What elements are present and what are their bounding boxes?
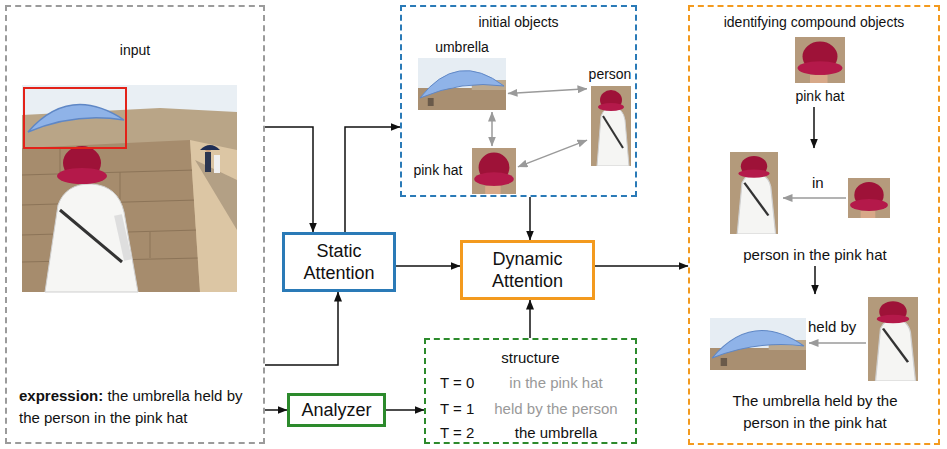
node-text: in the pink hat	[482, 374, 630, 392]
node-text: structure	[501, 349, 559, 366]
node-text: expression:	[19, 387, 103, 404]
object-thumbnails	[418, 37, 918, 381]
node-text: identifying compound objects	[724, 14, 905, 30]
node-text: pink hat	[413, 162, 462, 178]
image-tile: pink hat	[780, 35, 860, 107]
dashed-panel: input expression:the umbrella held by the…	[5, 5, 265, 444]
text-block: expression:the umbrella held by the pers…	[19, 385, 259, 429]
text-block: Dynamic Attention	[467, 248, 588, 292]
text-block: identifying compound objects	[690, 13, 938, 31]
connector	[396, 265, 460, 267]
text-block: The umbrella held by the person in the p…	[715, 390, 915, 434]
node-text: Dynamic Attention	[492, 249, 563, 291]
node-text: person	[589, 66, 632, 82]
node-text: T = 1	[440, 400, 482, 418]
node-text: The umbrella held by the person in the p…	[732, 392, 897, 431]
arrow-label: in	[812, 174, 824, 191]
text-block: T = 1held by the person	[440, 400, 635, 418]
node-text: the umbrella	[482, 424, 630, 442]
node-text: initial objects	[478, 14, 558, 30]
node-text: Analyzer	[301, 400, 371, 420]
process-box: Dynamic Attention	[460, 240, 595, 300]
process-box: Static Attention	[282, 232, 396, 292]
connector	[386, 409, 424, 411]
connector	[529, 300, 531, 338]
connector	[518, 140, 587, 167]
text-block: Analyzer	[301, 399, 371, 421]
text-block: initial objects	[402, 13, 635, 31]
input-photo	[22, 85, 237, 292]
process-box: Analyzer	[287, 393, 386, 427]
node-text: Static Attention	[303, 241, 374, 283]
image-tile: umbrella	[416, 36, 508, 112]
connector	[265, 292, 338, 365]
arrow-label: held by	[808, 318, 856, 335]
text-block: Static Attention	[289, 240, 389, 284]
text-block: pink hat	[406, 161, 470, 179]
text-block: T = 2the umbrella	[440, 424, 635, 442]
relation-arrows	[783, 198, 866, 343]
connector	[814, 266, 816, 294]
arrow-label-box: in	[812, 174, 824, 192]
image-tile: pink hat	[406, 146, 518, 194]
image-tile: person	[587, 62, 633, 168]
text-block: umbrella	[416, 38, 508, 56]
arrow-label-box: held by	[808, 318, 856, 336]
connector	[595, 265, 688, 267]
connector	[529, 197, 531, 240]
text-block: input	[7, 41, 263, 59]
text-block: pink hat	[770, 87, 870, 105]
connector	[813, 107, 815, 148]
text-block: person	[577, 65, 643, 83]
dashed-panel: initial objects umbrella person pink hat	[400, 5, 637, 197]
connector	[265, 409, 287, 411]
text-block: T = 0in the pink hat	[440, 374, 635, 392]
node-text: pink hat	[795, 88, 844, 104]
text-block: person in the pink hat	[700, 246, 930, 264]
node-text: umbrella	[435, 39, 489, 55]
node-text: T = 2	[440, 424, 482, 442]
text-block: structure	[426, 349, 635, 367]
node-text: input	[120, 42, 150, 58]
connector	[491, 112, 493, 146]
node-text: held by the person	[482, 400, 630, 418]
image-tile: The umbrella held by the person in the p…	[698, 294, 932, 438]
node-text: T = 0	[440, 374, 482, 392]
dashed-panel: identifying compound objects pink hat pers…	[688, 5, 940, 445]
node-text: person in the pink hat	[743, 246, 886, 263]
image-tile: person in the pink hat	[700, 148, 930, 266]
dashed-panel: structureT = 0in the pink hatT = 1held b…	[424, 338, 637, 444]
connector	[265, 127, 313, 232]
connector	[345, 127, 400, 232]
connector	[508, 89, 587, 94]
